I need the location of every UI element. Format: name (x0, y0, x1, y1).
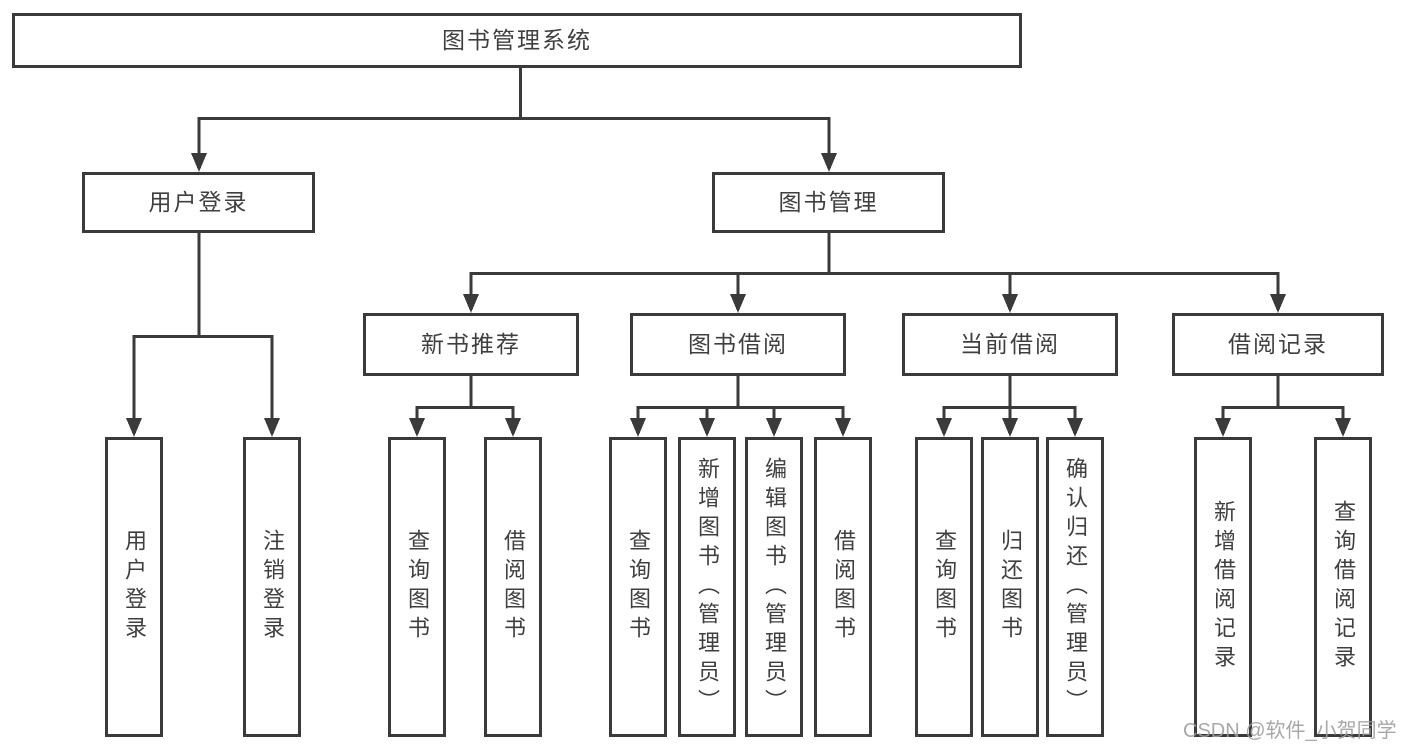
node-book-borrow-label: 图书借阅 (688, 331, 788, 357)
node-book-management: 图书管理 (712, 172, 945, 233)
leaf-user-login-label: 用户登录 (122, 529, 147, 645)
leaf-br-query-record: 查询借阅记录 (1314, 437, 1372, 737)
arrowhead (730, 294, 746, 313)
edge-current-borrow-to-leaves (936, 375, 1083, 437)
node-user-login: 用户登录 (82, 172, 315, 233)
arrowhead (126, 418, 142, 437)
leaf-logout-label: 注销登录 (260, 529, 285, 645)
leaf-bb-add-books-admin-label: 新增图书（管理员） (695, 456, 720, 718)
edge-borrow-records-to-leaves (1215, 375, 1351, 437)
leaf-bb-edit-books-admin: 编辑图书（管理员） (745, 437, 803, 737)
node-user-login-label: 用户登录 (148, 189, 249, 215)
arrowhead (630, 418, 646, 437)
node-new-book-recommend: 新书推荐 (363, 313, 579, 376)
leaf-cb-query-books: 查询图书 (915, 437, 973, 737)
arrowhead (835, 418, 851, 437)
arrowhead (1002, 294, 1018, 313)
arrowhead (1335, 418, 1351, 437)
arrowhead (191, 153, 207, 172)
node-book-management-label: 图书管理 (778, 189, 879, 215)
arrowhead (264, 418, 280, 437)
arrowhead (1215, 418, 1231, 437)
leaf-bb-add-books-admin: 新增图书（管理员） (678, 437, 736, 737)
leaf-cb-return-books: 归还图书 (981, 437, 1039, 737)
leaf-cb-confirm-return-admin-label: 确认归还（管理员） (1063, 456, 1088, 718)
leaf-cb-confirm-return-admin: 确认归还（管理员） (1046, 437, 1104, 737)
node-borrow-records: 借阅记录 (1172, 313, 1384, 376)
leaf-nbr-query-books-label: 查询图书 (405, 529, 430, 645)
arrowhead (699, 418, 715, 437)
leaf-bb-borrow-books-label: 借阅图书 (831, 529, 856, 645)
arrowhead (409, 418, 425, 437)
edge-new-book-recommend-to-leaves (409, 375, 521, 437)
leaf-br-query-record-label: 查询借阅记录 (1331, 500, 1356, 674)
leaf-nbr-borrow-books-label: 借阅图书 (501, 529, 526, 645)
leaf-br-add-record: 新增借阅记录 (1194, 437, 1252, 737)
leaf-nbr-query-books: 查询图书 (388, 437, 446, 737)
leaf-br-add-record-label: 新增借阅记录 (1211, 500, 1236, 674)
leaf-cb-query-books-label: 查询图书 (932, 529, 957, 645)
arrowhead (463, 294, 479, 313)
leaf-user-login: 用户登录 (105, 437, 163, 737)
edge-book-borrow-to-leaves (630, 375, 851, 437)
leaf-cb-return-books-label: 归还图书 (998, 529, 1023, 645)
node-book-borrow: 图书借阅 (630, 313, 846, 376)
leaf-nbr-borrow-books: 借阅图书 (484, 437, 542, 737)
leaf-bb-query-books: 查询图书 (609, 437, 667, 737)
arrowhead (936, 418, 952, 437)
leaf-logout: 注销登录 (243, 437, 301, 737)
arrowhead (1270, 294, 1286, 313)
node-current-borrow-label: 当前借阅 (960, 331, 1060, 357)
edge-user-login-to-leaves (126, 232, 280, 437)
leaf-bb-borrow-books: 借阅图书 (814, 437, 872, 737)
arrowhead (505, 418, 521, 437)
node-current-borrow: 当前借阅 (902, 313, 1118, 376)
csdn-watermark: CSDN @软件_小贺同学 (1183, 720, 1397, 742)
edge-root-to-level2 (191, 67, 837, 172)
arrowhead (766, 418, 782, 437)
node-root-label: 图书管理系统 (442, 27, 592, 53)
edge-book-management-to-level3 (463, 232, 1286, 313)
leaf-bb-query-books-label: 查询图书 (626, 529, 651, 645)
arrowhead (1067, 418, 1083, 437)
node-new-book-recommend-label: 新书推荐 (421, 331, 521, 357)
node-root: 图书管理系统 (12, 13, 1022, 68)
arrowhead (821, 153, 837, 172)
node-borrow-records-label: 借阅记录 (1228, 331, 1328, 357)
arrowhead (1002, 418, 1018, 437)
leaf-bb-edit-books-admin-label: 编辑图书（管理员） (762, 456, 787, 718)
